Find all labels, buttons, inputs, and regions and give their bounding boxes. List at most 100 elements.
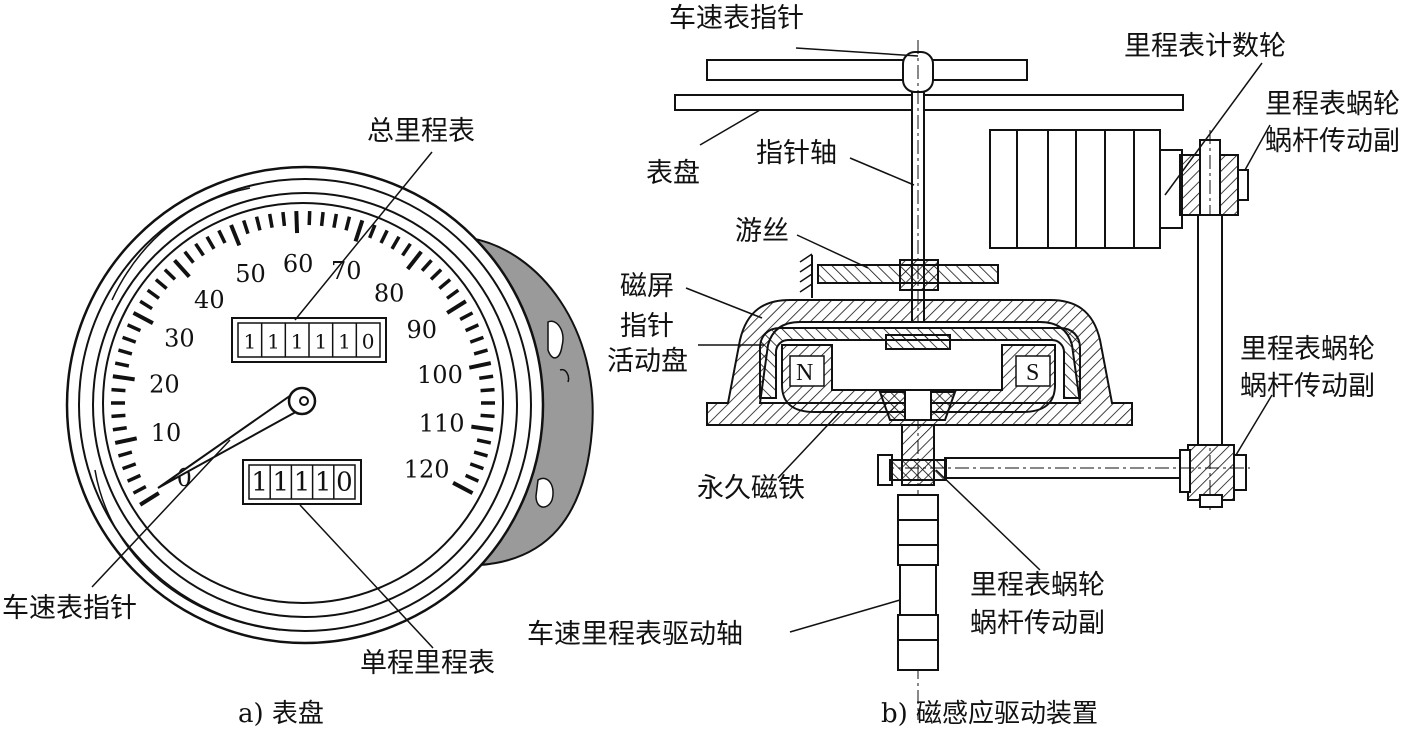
dial-tick-label: 30	[164, 324, 195, 352]
dial-tick	[469, 462, 485, 471]
dial-tick	[183, 250, 195, 264]
dial-tick	[126, 323, 142, 333]
dial-tick	[406, 250, 423, 271]
dial-tick	[445, 288, 460, 300]
dial-tick	[139, 299, 153, 311]
dial-tick	[446, 299, 467, 315]
mechanism: N S	[674, 40, 1250, 720]
label-worm-top-2: 蜗杆传动副	[1265, 126, 1400, 157]
dial-tick	[132, 485, 147, 495]
label-pointer-shaft: 指针轴	[756, 138, 837, 169]
dial-tick	[267, 213, 274, 229]
dial-tick-label: 60	[283, 250, 314, 278]
dial-tick-marks	[111, 211, 495, 507]
dial-tick	[254, 216, 262, 231]
dial-tick	[111, 413, 126, 419]
dial-tick	[480, 387, 495, 393]
odometer-digit: 0	[336, 468, 353, 498]
label-speed-pointer-right: 车速表指针	[669, 3, 804, 34]
odometer-digit: 1	[294, 468, 311, 498]
label-odometer-total: 总里程表	[367, 116, 475, 147]
dial-tick	[473, 450, 489, 458]
dial-tick	[294, 211, 300, 234]
dial-tick	[473, 348, 489, 356]
dial-tick	[469, 335, 485, 344]
dial-tick	[173, 258, 191, 279]
odometer-digit: 1	[273, 468, 290, 498]
leader-odometer-trip	[299, 504, 434, 649]
dial-tick	[353, 219, 365, 242]
dial-tick	[452, 481, 474, 495]
dial-tick	[117, 348, 133, 356]
odometer-digit: 1	[251, 468, 268, 498]
dial-tick	[464, 323, 480, 333]
dial-tick	[420, 259, 433, 272]
dial-tick	[476, 438, 492, 445]
dial-tick	[344, 216, 352, 231]
dial-tick	[471, 424, 494, 432]
dial-tick	[401, 242, 412, 257]
dial-tick	[229, 224, 242, 247]
dial-tick	[464, 473, 480, 483]
dial-tick	[480, 413, 495, 419]
dial-tick	[459, 311, 474, 321]
speed-pointer-bar	[706, 59, 1028, 81]
dial-tick	[468, 361, 492, 370]
dial-tick-label: 120	[404, 456, 450, 484]
label-speed-pointer-left: 车速表指针	[2, 593, 137, 624]
leader-odometer-total	[294, 151, 433, 321]
dial-tick	[281, 211, 287, 227]
hairspring	[799, 253, 999, 298]
label-worm-top-1: 里程表蜗轮	[1265, 89, 1400, 120]
label-pointer-disc-2: 活动盘	[607, 346, 688, 377]
dial-tick	[132, 311, 154, 325]
magnet-pole-s: S	[1026, 360, 1039, 386]
dial-tick-label: 50	[235, 260, 266, 288]
odometer-digit: 1	[314, 330, 327, 354]
dial-tick	[429, 268, 443, 281]
vertical-shaft-right	[1197, 214, 1223, 446]
caption-left: a) 表盘	[238, 699, 324, 729]
dial-tick	[139, 491, 160, 507]
dial-tick	[194, 242, 205, 257]
dial-tick	[121, 462, 137, 471]
permanent-magnet: N S	[781, 344, 1056, 421]
odometer-digit: 1	[291, 330, 304, 354]
dial-tick-label: 90	[406, 316, 437, 344]
dial-tick	[114, 361, 130, 368]
dial-tick-label: 70	[331, 257, 362, 285]
dial-tick	[126, 473, 142, 483]
dial-tick	[319, 211, 325, 227]
odometer-digit: 1	[243, 330, 256, 354]
worm-pair-top	[1179, 130, 1249, 510]
dial-plate	[674, 94, 1184, 111]
dial-tick-label: 110	[419, 409, 465, 437]
dial-tick	[112, 374, 135, 382]
dial-tick-label: 20	[149, 371, 180, 399]
dial-tick	[163, 268, 177, 281]
magnet-pole-n: N	[796, 360, 813, 386]
dial-tick	[379, 229, 389, 244]
dial-tick	[117, 450, 133, 458]
label-pointer-disc-1: 指针	[620, 311, 674, 342]
label-counter-wheel: 里程表计数轮	[1124, 31, 1286, 62]
label-worm-bottom-1: 里程表蜗轮	[970, 570, 1105, 601]
odometer-digit: 0	[362, 330, 375, 354]
dial-tick-label: 80	[374, 280, 405, 308]
odometer-digit: 1	[315, 468, 332, 498]
odometer-digit: 1	[267, 330, 280, 354]
dial-tick	[154, 278, 168, 290]
label-worm-mid-1: 里程表蜗轮	[1240, 334, 1375, 365]
label-worm-mid-2: 蜗杆传动副	[1240, 371, 1375, 402]
dial-tick-label: 100	[417, 361, 463, 389]
dial-tick	[242, 219, 250, 235]
dial-tick	[205, 235, 216, 250]
dial-tick	[479, 374, 494, 380]
drive-shaft	[877, 424, 947, 671]
pointer-disc	[759, 327, 1081, 399]
